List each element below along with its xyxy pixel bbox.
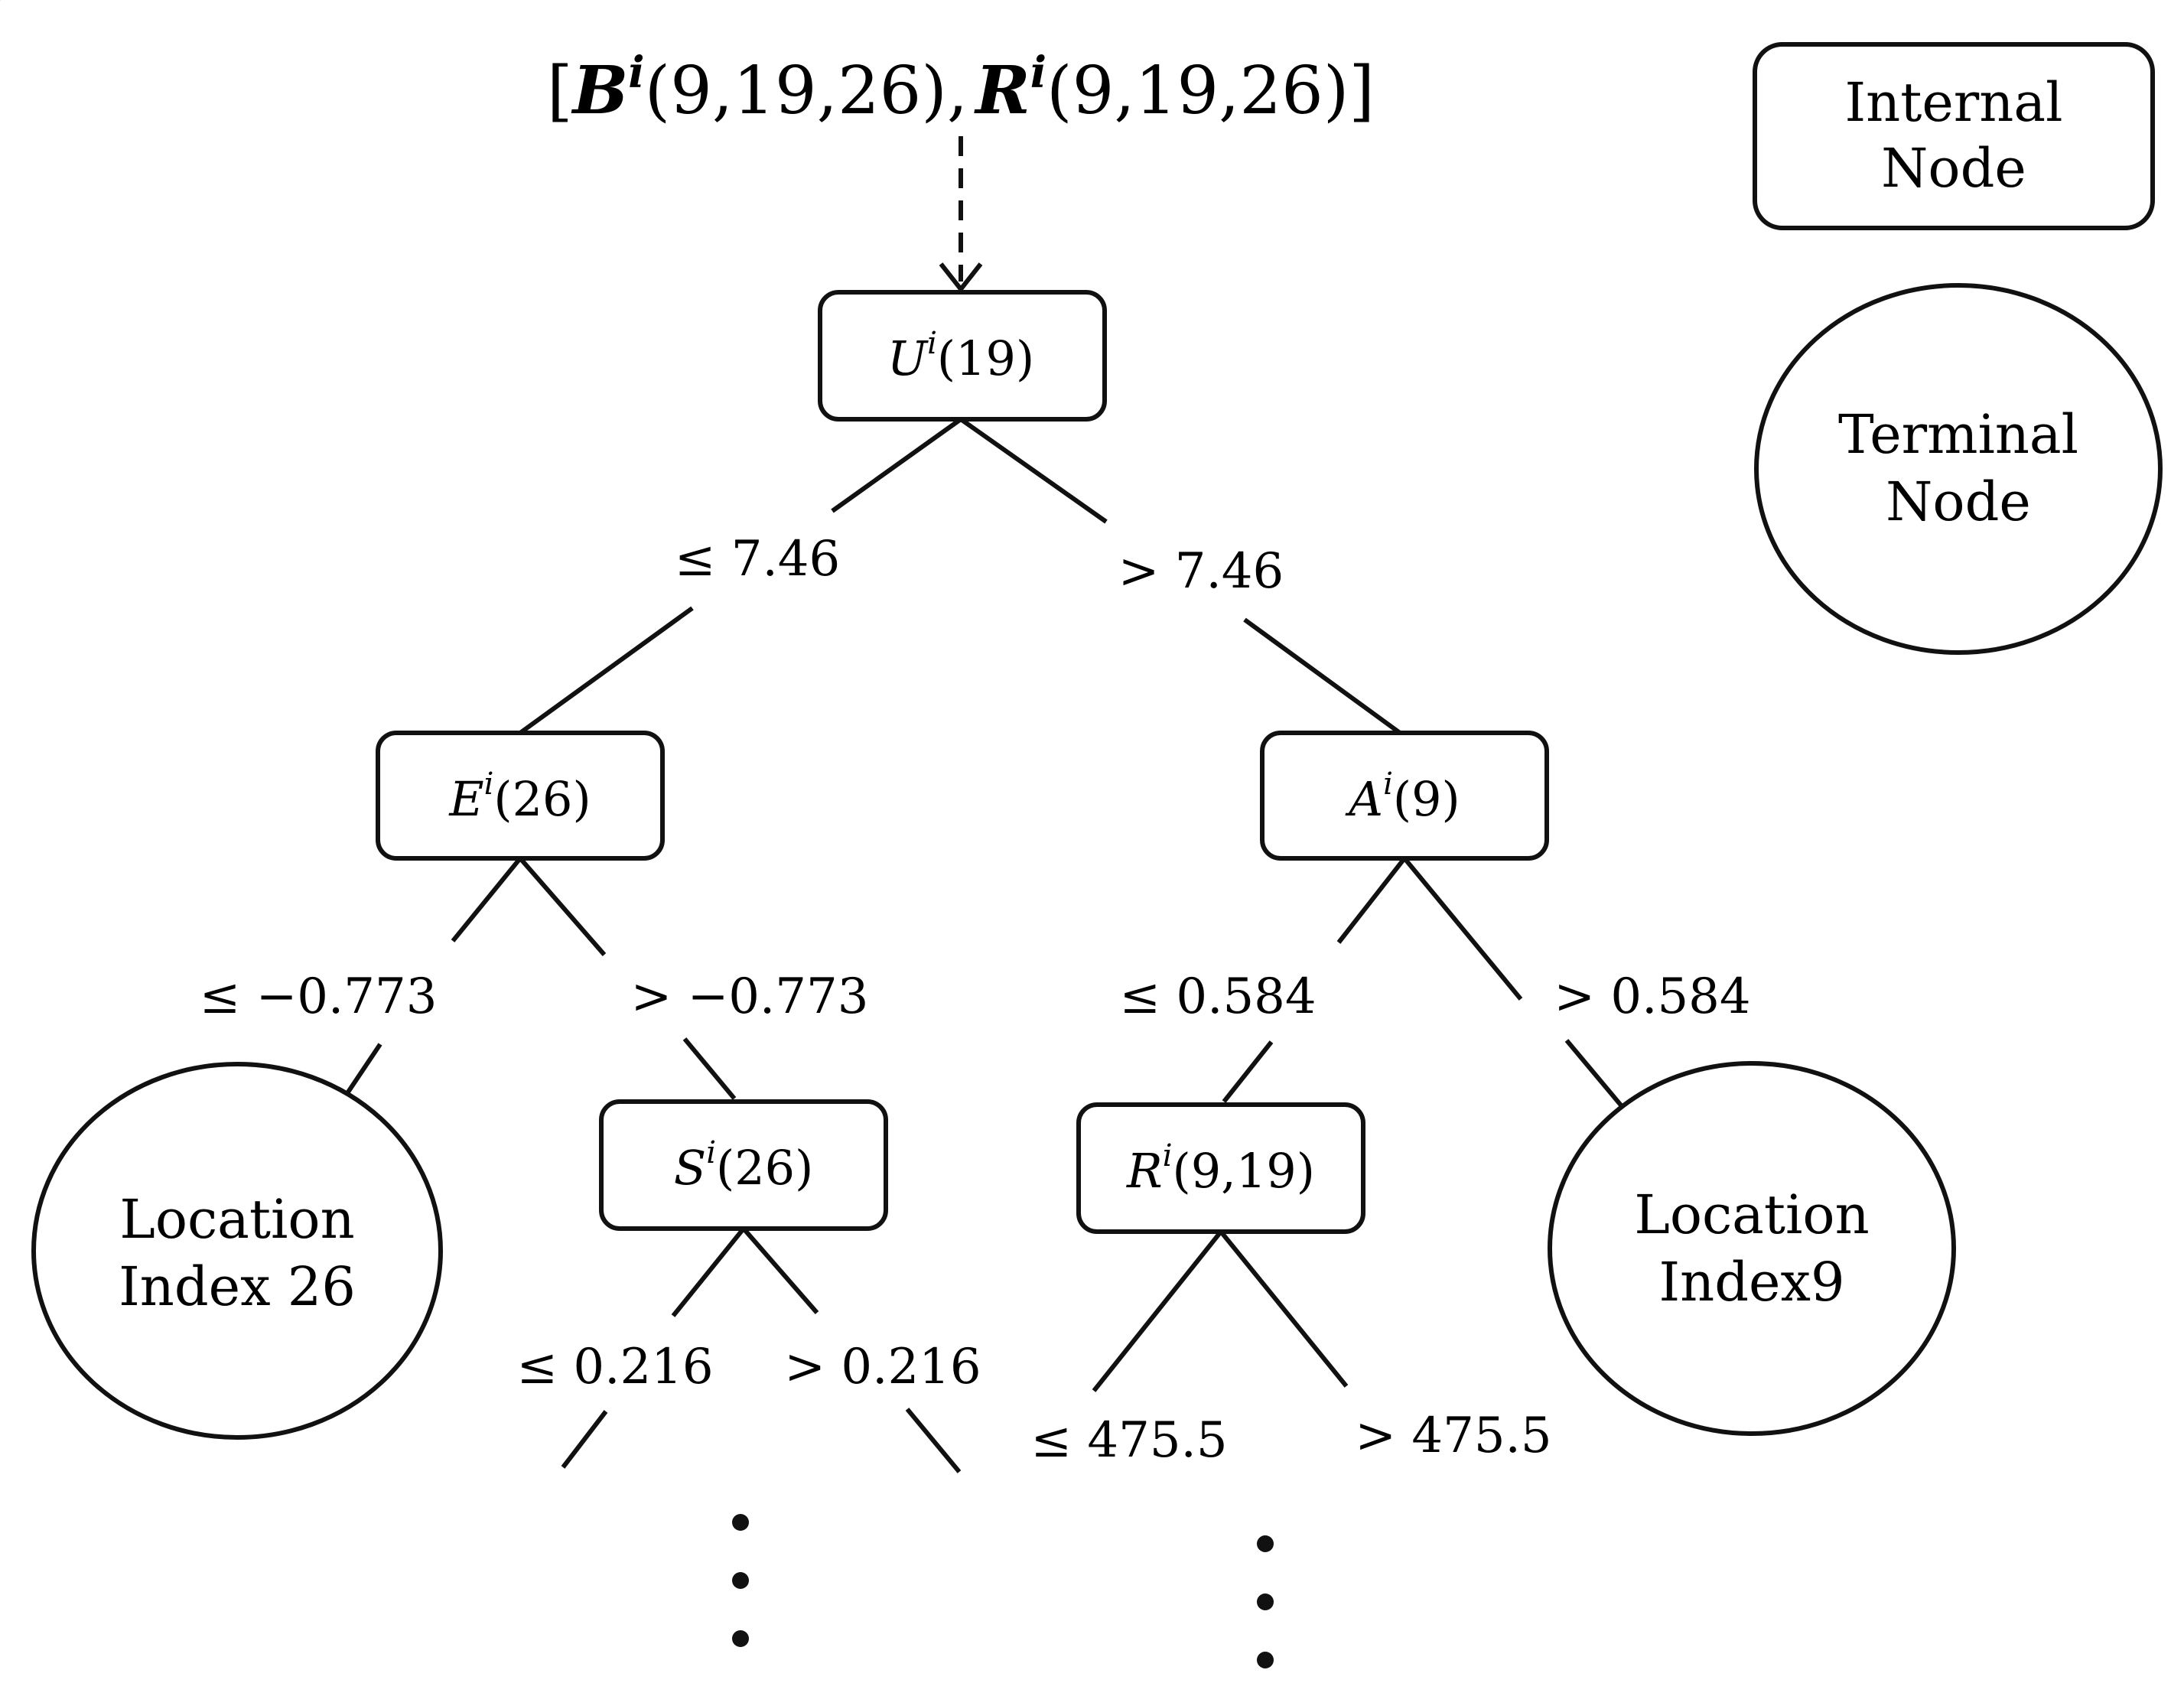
input-open-bracket: [ [547,53,573,129]
node-root [818,290,1107,422]
input-b-superscript: i [628,47,644,98]
edge-root-right-lower [1243,617,1401,735]
node-r [1076,1102,1365,1234]
node-a [1260,731,1549,861]
edge-s-left-lower [561,1410,608,1469]
edge-e-left-lower [340,1043,382,1102]
input-r-args: (9,19,26) [1046,53,1349,129]
svg-text:⋮: ⋮ [0,0,1,1]
edge-s-right-upper [741,1227,819,1314]
legend-terminal-node-ellipse [1754,283,2163,655]
edge-e-left-upper [451,857,522,942]
edge-r-right [1219,1230,1349,1388]
input-r-symbol: R [973,52,1030,129]
legend-terminal-line1: Terminal [1838,403,2078,466]
edge-e-right-upper [518,857,607,956]
ellipsis-right: ⋮ [0,0,1274,1668]
terminal-left-line1: Location [119,1188,354,1251]
legend-internal-line2: Node [1881,137,2026,200]
node-e [376,731,665,861]
terminal-right-line1: Location [1634,1183,1869,1246]
node-r-label: Ri(9,19) [1126,1138,1315,1199]
edge-label-e-right: > −0.773 [631,968,869,1025]
edge-label-root-right: > 7.46 [1118,543,1284,600]
terminal-right-line2: Index9 [1659,1251,1845,1314]
edge-label-s-left: ≤ 0.216 [516,1339,713,1395]
input-close-bracket: ] [1349,53,1375,129]
edge-a-left-upper [1336,857,1407,944]
terminal-left-line2: Index 26 [119,1255,356,1318]
edge-a-right-lower [1564,1039,1624,1108]
node-s-label: Si(26) [674,1135,814,1196]
edge-label-s-right: > 0.216 [784,1339,981,1395]
edge-r-left [1092,1230,1223,1392]
ellipsis-left: ⋮ [0,0,749,1647]
edge-s-right-lower [905,1408,962,1473]
edge-label-r-left: ≤ 475.5 [1030,1412,1227,1469]
edge-root-right-upper [959,417,1108,524]
legend-terminal-line2: Node [1886,470,2031,533]
edge-root-left-lower [519,606,694,735]
node-s [599,1099,888,1231]
input-r-superscript: i [1030,47,1046,98]
input-b-symbol: B [571,52,629,129]
edge-label-r-right: > 475.5 [1355,1408,1551,1464]
legend-internal-line1: Internal [1845,71,2063,134]
node-a-label: Ai(9) [1345,767,1460,827]
edge-label-e-left: ≤ −0.773 [200,968,438,1025]
terminal-location-index-26 [31,1062,443,1440]
input-arrow-head [939,262,983,293]
edge-root-left-upper [831,417,962,513]
node-root-label: Ui(19) [887,326,1034,386]
edge-label-a-left: ≤ 0.584 [1119,968,1316,1025]
edge-a-right-upper [1402,857,1523,1001]
node-e-label: Ei(26) [448,767,591,827]
edge-e-right-lower [682,1037,737,1100]
edge-label-root-left: ≤ 7.46 [675,531,840,588]
edge-a-left-lower [1222,1040,1274,1103]
terminal-location-index-9 [1548,1061,1956,1436]
svg-text:⋮: ⋮ [0,0,1,1]
legend-internal-node-box [1753,42,2155,230]
input-vector-label: [Bi(9,19,26),Ri(9,19,26)] [547,47,1375,129]
edge-label-a-right: > 0.584 [1554,968,1750,1025]
edge-s-left-upper [671,1227,746,1317]
input-b-args: (9,19,26), [645,53,968,129]
